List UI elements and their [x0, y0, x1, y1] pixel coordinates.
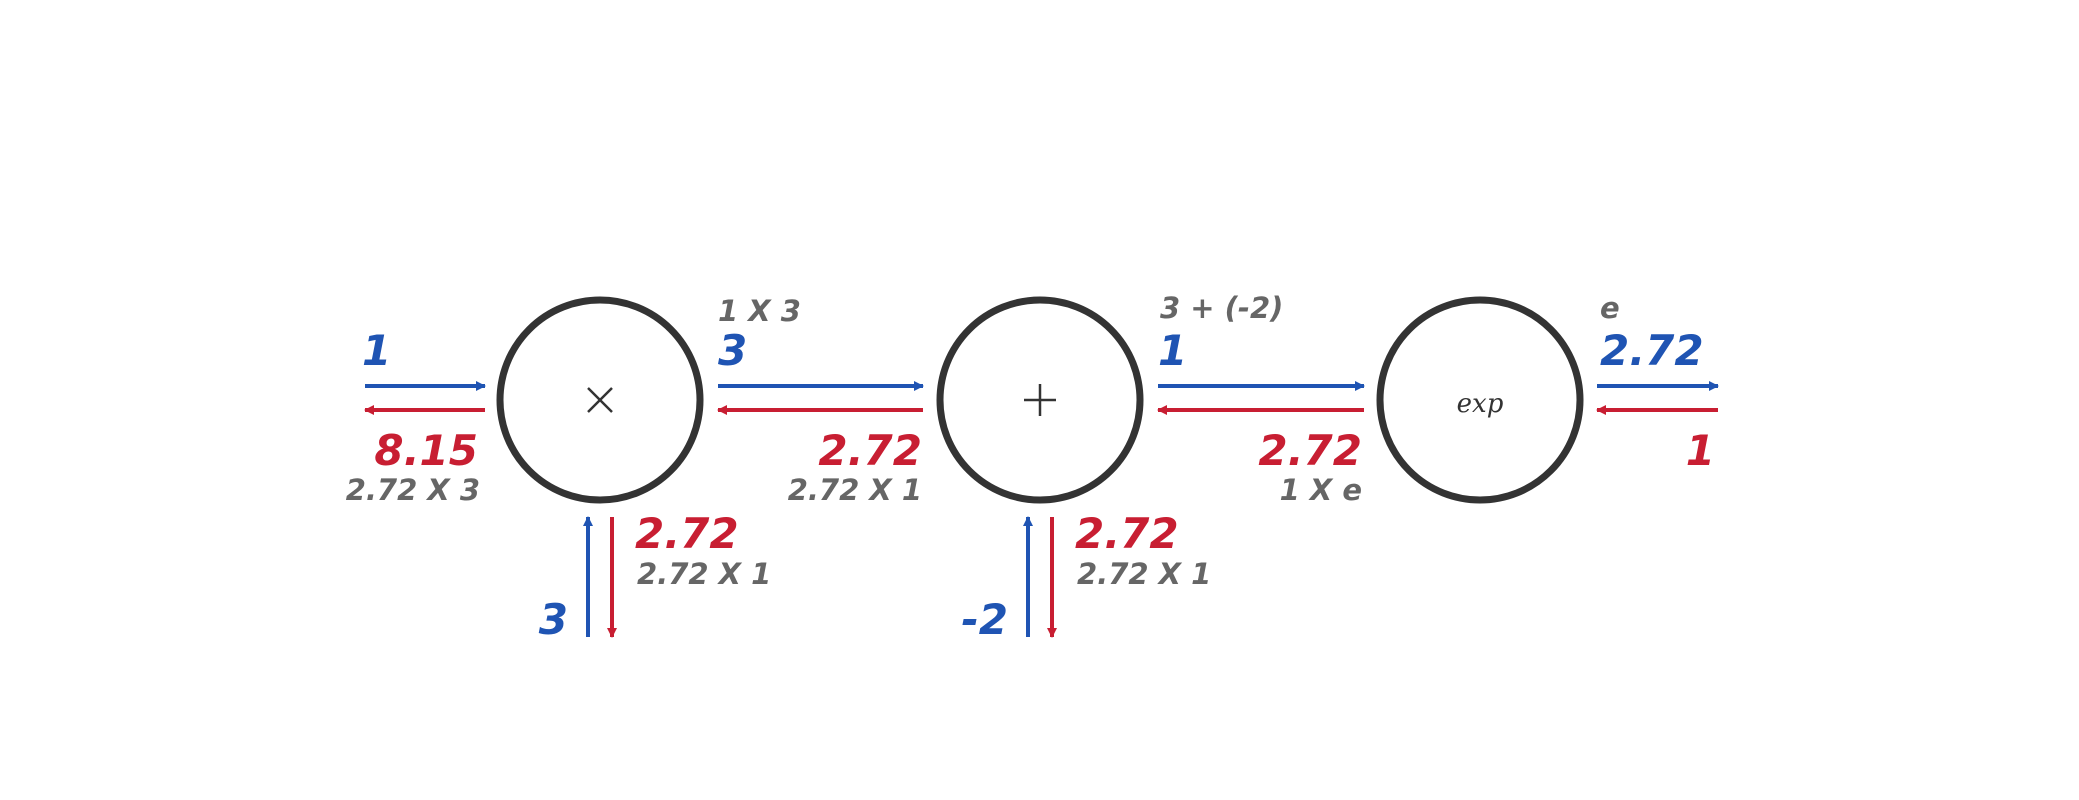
forward-value: 1 [1158, 326, 1187, 375]
gradient-note: 2.72 X 1 [1077, 557, 1211, 591]
forward-value: 3 [539, 595, 568, 644]
exp-label: exp [1457, 389, 1504, 419]
gradient-value: 2.72 [1258, 426, 1362, 475]
forward-note: e [1600, 291, 1620, 325]
edge-input-left: 1 8.15 2.72 X 3 [346, 326, 486, 507]
gradient-note: 2.72 X 1 [637, 557, 771, 591]
gradient-value: 2.72 [1075, 509, 1179, 558]
add-node [936, 296, 1144, 504]
forward-note: 1 X 3 [718, 294, 801, 328]
edge-input-add-bottom: -2 2.72 2.72 X 1 [961, 509, 1211, 644]
gradient-note: 2.72 X 1 [788, 473, 922, 507]
exp-node: exp [1376, 296, 1584, 504]
edge-multiply-to-add: 1 X 3 3 2.72 2.72 X 1 [717, 294, 924, 507]
forward-value: 3 [718, 326, 747, 375]
edge-add-to-exp: 3 + (-2) 1 2.72 1 X e [1157, 291, 1365, 507]
forward-note: 3 + (-2) [1160, 291, 1283, 325]
multiply-icon [587, 387, 613, 413]
gradient-value: 8.15 [374, 426, 478, 475]
plus-icon [1024, 384, 1056, 416]
gradient-value: 2.72 [818, 426, 922, 475]
forward-value: 2.72 [1600, 326, 1704, 375]
edge-input-multiply-bottom: 3 2.72 2.72 X 1 [539, 509, 772, 644]
multiply-node [496, 296, 704, 504]
edge-output: e 2.72 1 [1596, 291, 1719, 475]
gradient-value: 2.72 [635, 509, 739, 558]
gradient-note: 1 X e [1280, 473, 1362, 507]
gradient-note: 2.72 X 3 [346, 473, 480, 507]
gradient-value: 1 [1686, 426, 1715, 475]
forward-value: 1 [362, 326, 391, 375]
forward-value: -2 [961, 595, 1008, 644]
